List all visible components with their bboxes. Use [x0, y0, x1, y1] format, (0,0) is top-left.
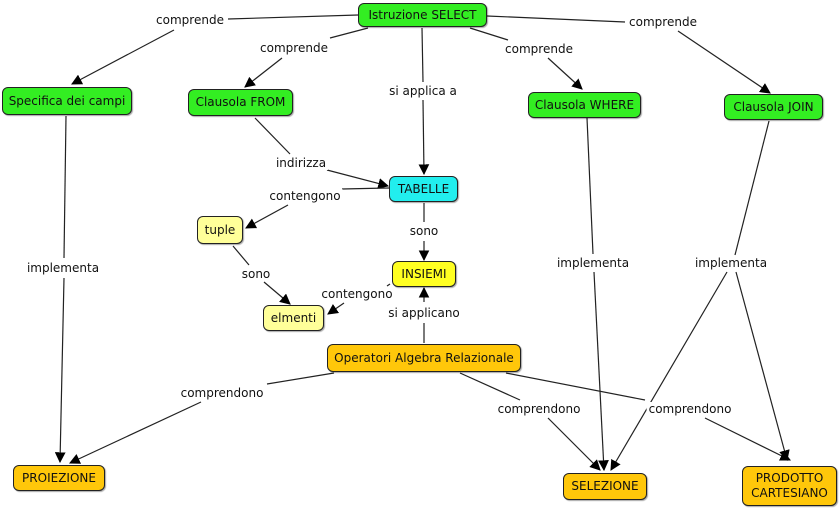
node-elmenti[interactable]: elmenti — [263, 305, 324, 331]
link-insiemi-contengono — [386, 283, 391, 287]
node-tuple[interactable]: tuple — [197, 216, 243, 244]
label-implementa: implementa — [554, 256, 632, 270]
node-insiemi[interactable]: INSIEMI — [392, 261, 456, 287]
node-clausola-where[interactable]: Clausola WHERE — [528, 92, 641, 118]
label-comprendono: comprendono — [178, 386, 266, 400]
arrow-indirizza-tabelle — [326, 169, 390, 189]
arrow-to-from — [244, 57, 283, 88]
arrow-to-where — [547, 57, 583, 90]
node-prodotto-cartesiano[interactable]: PRODOTTO CARTESIANO — [742, 466, 837, 506]
link-select-comprende-from — [329, 27, 369, 39]
link-operatori-comprendono-3 — [505, 372, 646, 401]
label-comprende: comprende — [258, 41, 330, 55]
label-contengono: contengono — [319, 287, 395, 301]
link-select-comprende — [227, 14, 359, 20]
node-operatori-algebra-relazionale[interactable]: Operatori Algebra Relazionale — [327, 344, 521, 372]
node-clausola-join[interactable]: Clausola JOIN — [724, 94, 823, 120]
label-si-applicano: si applicano — [386, 306, 462, 320]
node-specifica-dei-campi[interactable]: Specifica dei campi — [2, 87, 132, 115]
link-join-implementa — [734, 120, 770, 256]
label-comprende: comprende — [503, 42, 575, 56]
arrow-to-prodotto — [704, 417, 791, 461]
arrow-to-selezione — [547, 417, 601, 471]
label-comprende: comprende — [154, 13, 226, 27]
label-comprende: comprende — [627, 15, 699, 29]
node-istruzione-select[interactable]: Istruzione SELECT — [358, 3, 487, 27]
label-comprendono: comprendono — [495, 402, 583, 416]
arrow-join-selezione — [610, 271, 728, 471]
link-from-indirizza — [254, 117, 291, 155]
arrow-to-elmenti — [263, 281, 291, 305]
link-select-comprende-join — [486, 15, 626, 23]
node-clausola-from[interactable]: Clausola FROM — [188, 89, 293, 116]
link-campi-implementa — [63, 115, 67, 259]
link-where-implementa — [586, 117, 594, 255]
label-si-applica-a: si applica a — [387, 84, 459, 98]
label-sono: sono — [239, 267, 273, 281]
arrow-where-selezione — [593, 271, 609, 472]
label-sono: sono — [407, 224, 441, 238]
label-implementa: implementa — [24, 261, 102, 275]
link-select-siapplica — [421, 27, 424, 83]
arrow-to-tabelle — [418, 99, 430, 176]
arrow-to-join — [677, 30, 771, 94]
arrow-to-proiezione-2 — [69, 401, 202, 464]
arrow-to-proiezione — [54, 277, 66, 464]
node-tabelle[interactable]: TABELLE — [389, 176, 458, 202]
label-indirizza: indirizza — [273, 156, 329, 170]
link-tuple-sono — [232, 245, 250, 266]
arrow-join-prodotto — [735, 271, 790, 462]
label-contengono: contengono — [267, 189, 343, 203]
arrow-insiemi-elmenti — [327, 302, 345, 315]
arrow-to-campi — [71, 29, 175, 85]
link-operatori-comprendono-2 — [459, 372, 521, 401]
arrow-to-tuple — [245, 204, 289, 229]
link-select-comprende-where — [469, 27, 509, 41]
label-implementa: implementa — [692, 256, 770, 270]
link-tabelle-contengono — [341, 187, 390, 190]
node-proiezione[interactable]: PROIEZIONE — [13, 465, 105, 491]
link-operatori-comprendono-1 — [266, 372, 335, 385]
node-selezione[interactable]: SELEZIONE — [563, 473, 647, 500]
label-comprendono: comprendono — [646, 402, 734, 416]
